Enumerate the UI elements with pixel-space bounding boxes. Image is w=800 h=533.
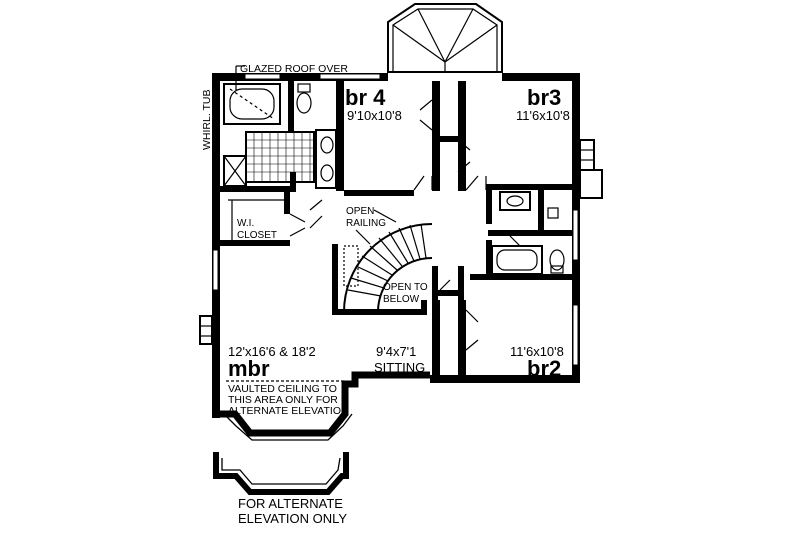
open-below-label-line2: BELOW	[383, 294, 420, 305]
room-dims-br2: 11'6x10'8	[510, 344, 564, 359]
chimney-left	[199, 315, 213, 345]
alt-elevation-label-line2: ELEVATION ONLY	[238, 511, 347, 526]
br4-walls	[344, 81, 487, 196]
vaulted-note-line2: THIS AREA ONLY FOR	[228, 394, 338, 406]
right-windows	[212, 209, 579, 366]
closet-label-line2: CLOSET	[237, 230, 277, 241]
staircase	[332, 223, 464, 315]
room-dims-mbr: 12'x16'6 & 18'2	[228, 344, 316, 359]
room-name-sitting: SITTING	[374, 360, 425, 375]
open-railing-label-line1: OPEN	[346, 206, 374, 217]
chimney-right	[579, 139, 603, 199]
vaulted-note-line1: VAULTED CEILING TO	[228, 383, 337, 395]
top-bay-window	[387, 3, 503, 73]
alternate-elevation-bay	[213, 452, 349, 495]
glazed-roof-label: GLAZED ROOF OVER	[240, 63, 348, 75]
open-below-label-line1: OPEN TO	[383, 282, 428, 293]
room-dims-br4: 9'10x10'8	[347, 108, 402, 123]
room-name-br3: br3	[527, 85, 561, 110]
room-name-br4: br 4	[345, 85, 386, 110]
closet-label-line1: W.I.	[237, 218, 254, 229]
vaulted-note-line3: ALTERNATE ELEVATION	[228, 405, 349, 417]
room-name-br2: br2	[527, 356, 561, 381]
alt-elevation-label-line1: FOR ALTERNATE	[238, 496, 343, 511]
walk-in-closet	[220, 192, 306, 246]
whirl-tub-label: WHIRL. TUB	[201, 90, 213, 150]
room-dims-sitting: 9'4x7'1	[376, 344, 416, 359]
shower-tile-grid	[246, 132, 314, 182]
room-dims-br3: 11'6x10'8	[516, 108, 570, 123]
open-railing-label-line2: RAILING	[346, 218, 386, 229]
room-name-mbr: mbr	[228, 356, 270, 381]
br2-and-sitting	[309, 199, 572, 380]
br3-and-hall-bath	[486, 184, 572, 280]
glazed-roof-callout: GLAZED ROOF OVER	[235, 63, 348, 90]
master-bath	[220, 81, 344, 192]
